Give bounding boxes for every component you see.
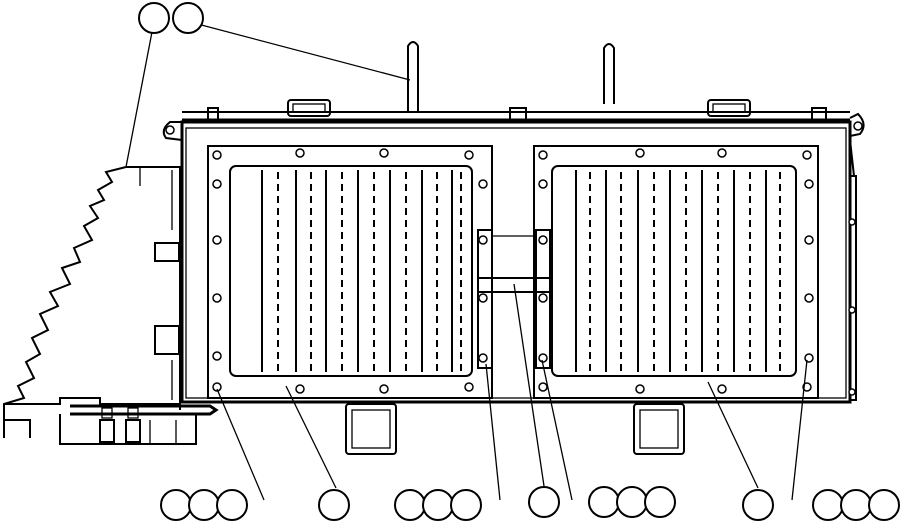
right-louver-slats — [575, 170, 781, 372]
bottom-brackets — [345, 403, 685, 455]
left-grille-panel — [207, 145, 493, 399]
callout-bubble — [188, 489, 220, 521]
leader-lines — [125, 21, 808, 501]
lift-rod-left — [407, 41, 419, 112]
callout-bubble — [172, 2, 204, 34]
lift-rod-right — [603, 43, 615, 104]
callout-bubbles-top — [138, 2, 204, 34]
main-frame — [162, 107, 865, 404]
callout-bubble — [528, 486, 560, 518]
callout-bubble — [588, 486, 620, 518]
callout-bubble — [160, 489, 192, 521]
callout-bubble — [812, 489, 844, 521]
top-handles — [287, 41, 751, 117]
callout-bubble — [840, 489, 872, 521]
right-panel-bolts — [538, 148, 814, 394]
center-divider — [477, 229, 551, 369]
left-louver-slats — [261, 170, 462, 372]
callout-bubble — [868, 489, 900, 521]
callout-bubble — [616, 486, 648, 518]
callout-bubble — [138, 2, 170, 34]
callout-bubble — [742, 489, 774, 521]
callout-bubble — [644, 486, 676, 518]
callout-bubble — [450, 489, 482, 521]
callout-bubbles-bottom — [160, 486, 900, 521]
right-grille-panel — [533, 145, 819, 399]
callout-bubble — [394, 489, 426, 521]
callout-bubble — [318, 489, 350, 521]
callout-bubble — [422, 489, 454, 521]
left-panel-bolts — [212, 148, 488, 394]
machine-cutaway-left — [3, 166, 219, 445]
callout-bubble — [216, 489, 248, 521]
